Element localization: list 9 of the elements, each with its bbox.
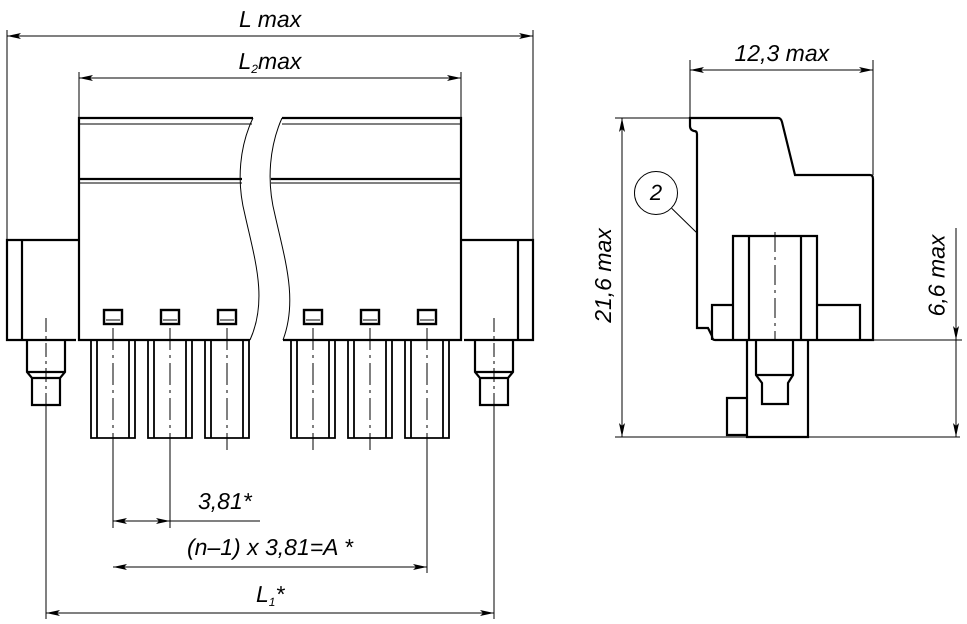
dimension-label: 12,3 max [732, 42, 832, 65]
leader-line [671, 208, 698, 234]
dimension-label: 6,6 max [925, 232, 948, 318]
dimension-label: (n–1) x 3,81=A * [185, 536, 355, 559]
dimension-label: L$_{1}$* [254, 583, 286, 608]
dimension-label: L$_{2}$max [236, 50, 304, 75]
callout-number: 2 [634, 171, 678, 215]
dimension-label: 3,81* [196, 490, 254, 513]
housing-side-outline [688, 116, 874, 342]
